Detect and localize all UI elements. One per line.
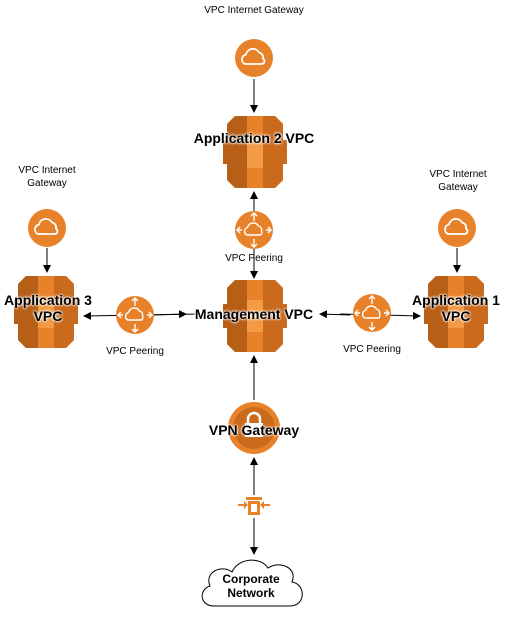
peer-left-label: VPC Peering bbox=[106, 346, 164, 357]
vpn-lock-icon bbox=[228, 402, 280, 454]
mgmt-label: Management VPC bbox=[194, 306, 314, 322]
peering-icon bbox=[235, 211, 273, 249]
peering-icon bbox=[116, 296, 154, 334]
vpc-icon bbox=[14, 276, 78, 348]
peer-top-label: VPC Peering bbox=[225, 253, 283, 264]
igw-top-label: VPC Internet Gateway bbox=[204, 5, 304, 16]
cloud-icon bbox=[235, 39, 273, 77]
vpc-icon bbox=[223, 116, 287, 188]
cloud-outline-icon bbox=[201, 559, 303, 607]
igw-left-label: VPC Internet Gateway bbox=[18, 165, 76, 189]
cloud-icon bbox=[28, 209, 66, 247]
app2-label: Application 2 VPC bbox=[193, 130, 315, 146]
app3-label: Application 3 VPC bbox=[4, 292, 92, 324]
vpc-icon bbox=[424, 276, 488, 348]
igw-right-label: VPC Internet Gateway bbox=[429, 169, 487, 193]
app1-label: Application 1 VPC bbox=[412, 292, 500, 324]
cloud-icon bbox=[438, 209, 476, 247]
customer-gateway-icon bbox=[238, 497, 270, 515]
edge-peer-to-mgmt-left bbox=[149, 310, 187, 319]
vpc-icon bbox=[223, 280, 287, 352]
edge-peer-to-mgmt-right bbox=[319, 310, 351, 319]
peering-icon bbox=[353, 294, 391, 332]
vpn-label: VPN Gateway bbox=[208, 422, 300, 438]
peer-right-label: VPC Peering bbox=[343, 344, 401, 355]
corp-label: Corporate Network bbox=[222, 572, 280, 600]
